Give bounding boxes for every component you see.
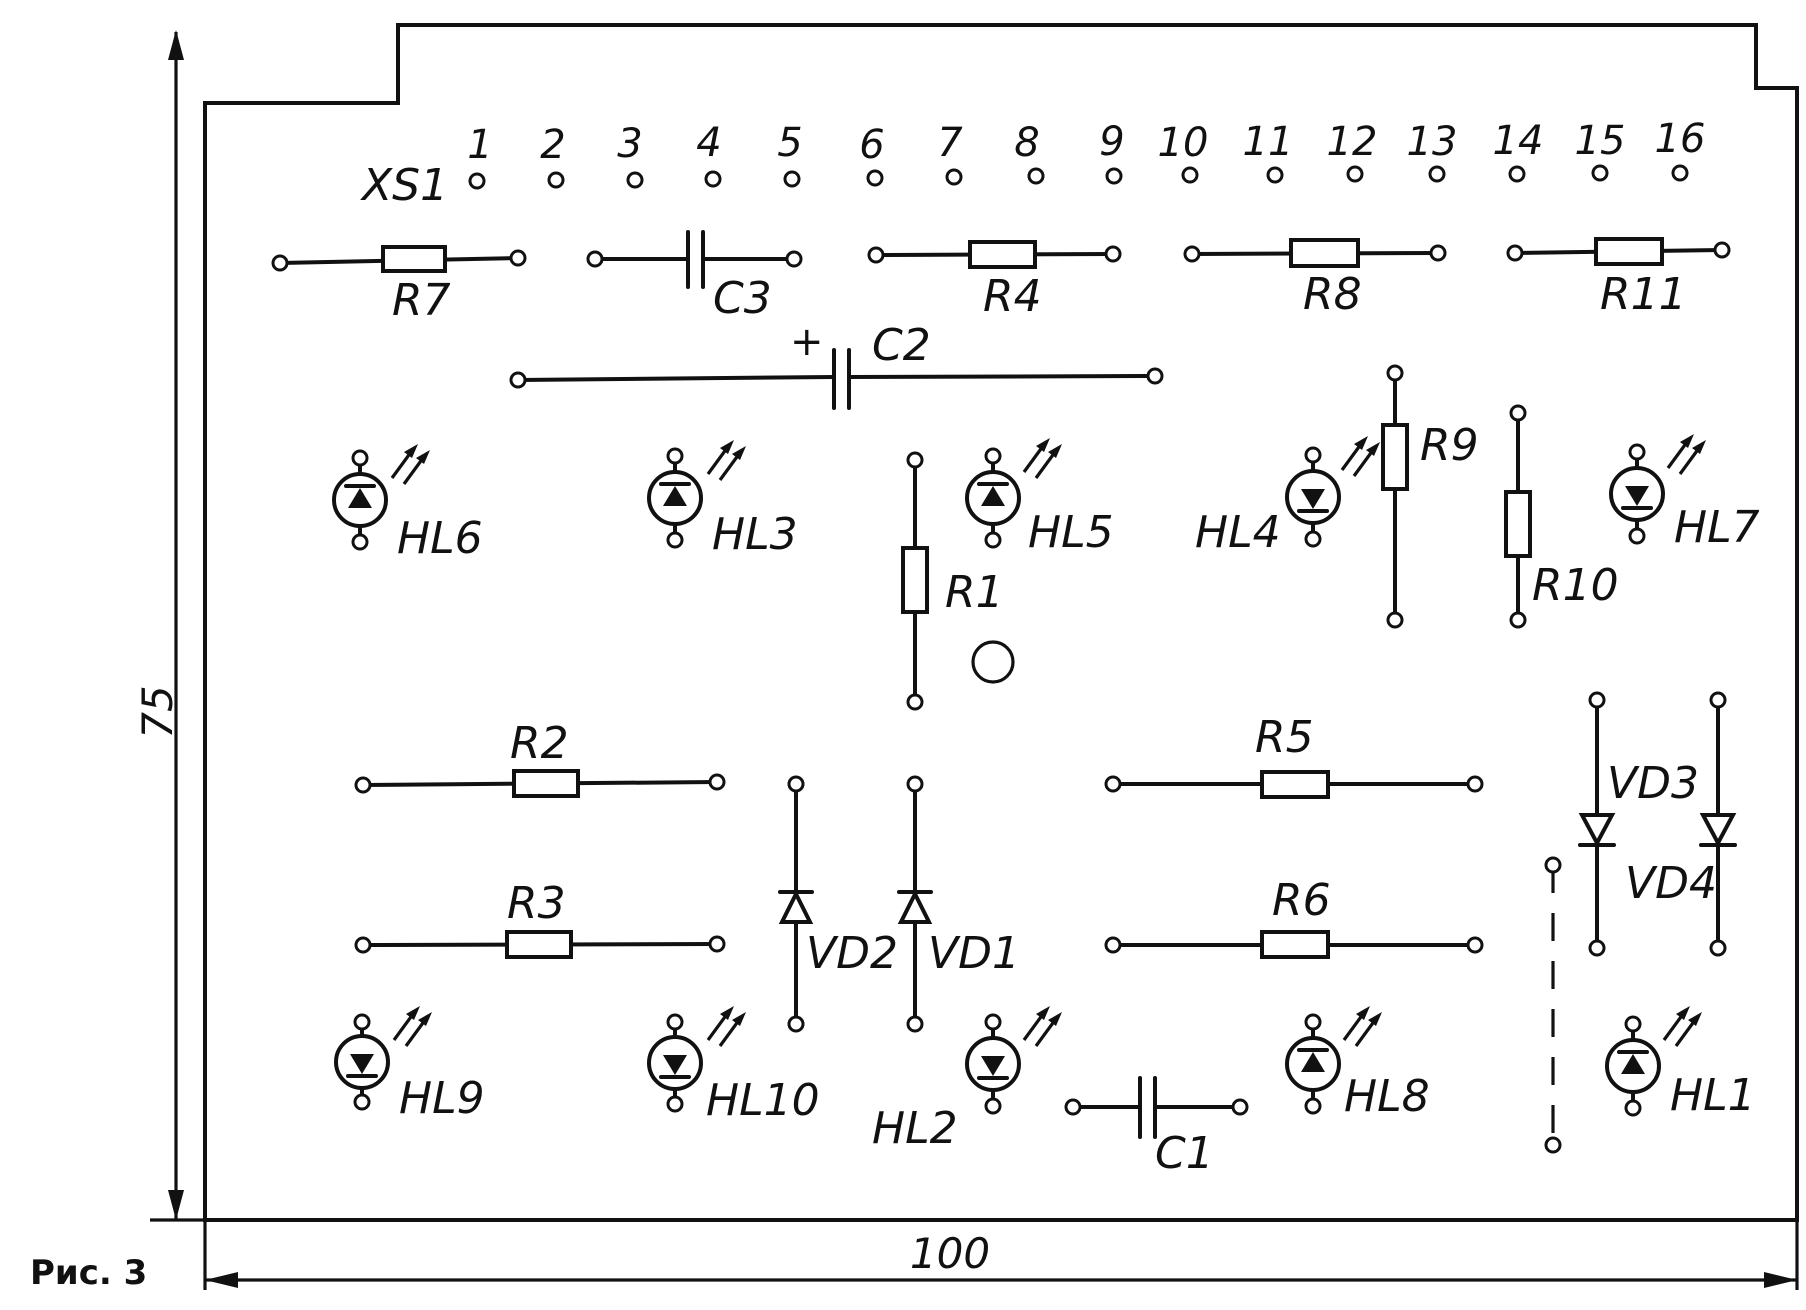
led-hl1-label: HL1 [1670, 1070, 1756, 1121]
board-outline [203, 23, 1799, 1222]
resistor-r4: R4 [867, 240, 1122, 322]
led-hl7: HL7 [1609, 434, 1760, 553]
mounting-hole [971, 640, 1015, 684]
capacitor-c3: C3 [586, 230, 803, 324]
led-hl9: HL9 [334, 1006, 485, 1124]
resistor-r9-label: R9 [1420, 420, 1479, 471]
led-hl6-label: HL6 [397, 513, 483, 564]
pin-number: 2 [540, 122, 565, 168]
pin-number: 8 [1014, 120, 1039, 166]
led-hl6: HL6 [332, 444, 483, 564]
resistor-r8: R8 [1183, 238, 1447, 320]
led-hl10-label: HL10 [706, 1075, 820, 1126]
pin-number: 12 [1327, 119, 1378, 165]
connector-pin-numbers: 1 2 3 4 5 6 7 8 9 10 11 12 13 14 15 16 [467, 116, 1705, 168]
pin-number: 1 [467, 122, 492, 168]
pin-number: 6 [859, 122, 884, 168]
pin-number: 13 [1407, 119, 1458, 165]
resistor-r3: R3 [354, 878, 726, 959]
pin-number: 3 [617, 121, 642, 167]
led-hl9-label: HL9 [399, 1073, 485, 1124]
diode-vd4: VD4 [1625, 691, 1737, 957]
resistor-r1-label: R1 [945, 567, 1004, 618]
pin-number: 11 [1243, 119, 1294, 165]
diode-vd4-label: VD4 [1625, 858, 1717, 909]
led-hl4: HL4 [1195, 436, 1380, 558]
pin-number: 4 [696, 120, 721, 166]
diode-vd2: VD2 [778, 775, 898, 1033]
resistor-r2: R2 [354, 718, 726, 798]
resistor-r8-label: R8 [1303, 269, 1362, 320]
capacitor-c1-label: C1 [1155, 1128, 1214, 1179]
diode-vd3: VD3 [1578, 691, 1699, 957]
pin-number: 10 [1158, 120, 1209, 166]
resistor-r1: R1 [901, 451, 1004, 711]
pin-number: 15 [1575, 118, 1626, 164]
diode-vd3-label: VD3 [1607, 758, 1699, 809]
resistor-r5: R5 [1104, 712, 1484, 799]
resistor-r6: R6 [1104, 875, 1484, 959]
pin-number: 16 [1655, 116, 1706, 162]
jumper-wire [1544, 856, 1562, 1154]
diode-vd1-label: VD1 [928, 928, 1020, 979]
height-dimension: 75 [133, 30, 205, 1222]
led-hl1: HL1 [1605, 1006, 1756, 1121]
resistor-r4-label: R4 [983, 271, 1042, 322]
width-dimension-label: 100 [910, 1229, 990, 1278]
capacitor-c2: + C2 [509, 319, 1164, 410]
resistor-r7: R7 [271, 245, 527, 326]
capacitor-c3-label: C3 [713, 273, 772, 324]
connector-label: XS1 [360, 160, 448, 211]
diode-vd1: VD1 [897, 775, 1020, 1033]
resistor-r10-label: R10 [1532, 560, 1619, 611]
led-hl4-label: HL4 [1195, 507, 1281, 558]
capacitor-c1: C1 [1064, 1076, 1249, 1179]
figure-caption: Рис. 3 [30, 1253, 147, 1293]
led-hl2: HL2 [872, 1006, 1062, 1154]
led-hl3: HL3 [647, 440, 798, 560]
resistor-r2-label: R2 [510, 718, 569, 769]
capacitor-c2-polarity: + [790, 319, 824, 365]
resistor-r6-label: R6 [1272, 875, 1331, 926]
width-dimension: 100 [203, 1220, 1799, 1290]
diode-vd2-label: VD2 [806, 928, 898, 979]
led-hl10: HL10 [647, 1006, 820, 1126]
pin-number: 7 [937, 120, 963, 166]
resistor-r7-label: R7 [392, 275, 451, 326]
capacitor-c2-label: C2 [872, 320, 931, 371]
led-hl3-label: HL3 [712, 509, 798, 560]
led-hl5-label: HL5 [1028, 507, 1114, 558]
pin-number: 14 [1493, 118, 1544, 164]
led-hl2-label: HL2 [872, 1103, 958, 1154]
pin-number: 9 [1099, 119, 1124, 165]
resistor-r5-label: R5 [1255, 712, 1314, 763]
resistor-r10: R10 [1504, 404, 1619, 629]
led-hl5: HL5 [965, 438, 1114, 558]
resistor-r11: R11 [1506, 237, 1731, 320]
connector-pins [468, 164, 1689, 190]
pin-number: 5 [777, 120, 802, 166]
height-dimension-label: 75 [133, 685, 182, 738]
led-hl8-label: HL8 [1344, 1071, 1430, 1122]
resistor-r11-label: R11 [1600, 269, 1687, 320]
resistor-r3-label: R3 [507, 878, 566, 929]
led-hl8: HL8 [1285, 1006, 1430, 1122]
led-hl7-label: HL7 [1674, 502, 1760, 553]
resistor-r9: R9 [1381, 364, 1479, 629]
